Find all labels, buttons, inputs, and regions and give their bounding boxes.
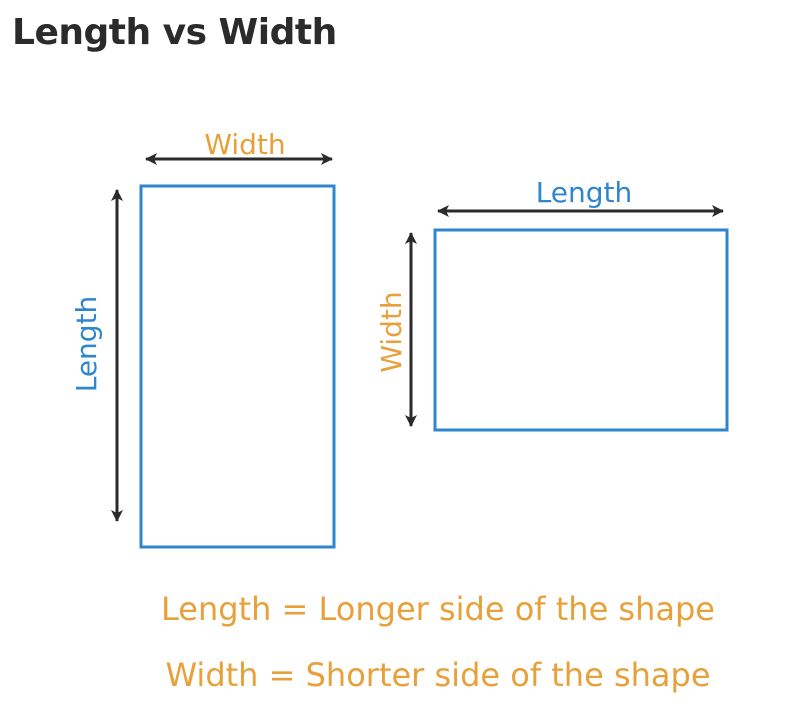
portrait-length-label: Length [70, 296, 103, 393]
landscape-rectangle [433, 228, 729, 432]
page-title: Length vs Width [12, 12, 337, 53]
width-definition: Width = Shorter side of the shape [165, 656, 711, 694]
portrait-rectangle [139, 184, 336, 549]
landscape-width-label: Width [375, 291, 408, 372]
portrait-width-label: Width [204, 128, 285, 161]
landscape-length-label: Length [536, 176, 633, 209]
length-definition: Length = Longer side of the shape [161, 590, 715, 628]
